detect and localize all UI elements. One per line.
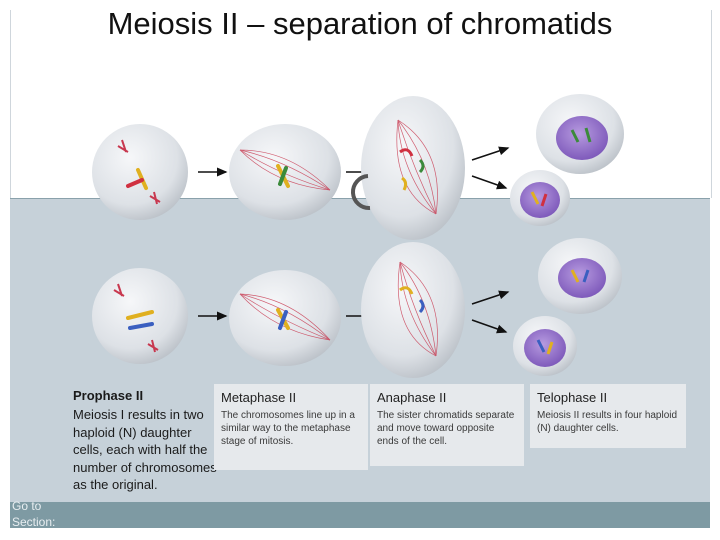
arrow-icon xyxy=(471,319,508,334)
anaphase-description: The sister chromatids separate and move … xyxy=(377,410,515,447)
prophase-cell-bottom xyxy=(92,268,188,364)
prophase-description: Meiosis I results in two haploid (N) dau… xyxy=(73,407,217,492)
anaphase-cell-top xyxy=(361,96,465,240)
metaphase-panel: Metaphase II The chromosomes line up in … xyxy=(214,384,368,470)
anaphase-cell-bottom xyxy=(361,242,465,378)
arrow-icon xyxy=(471,290,510,305)
arrow-icon xyxy=(471,146,510,161)
telophase-cell-3 xyxy=(538,238,622,314)
telophase-cell-1 xyxy=(536,94,624,174)
telophase-cell-4 xyxy=(513,316,577,376)
metaphase-heading: Metaphase II xyxy=(221,390,297,405)
metaphase-cell-top xyxy=(229,124,341,220)
telophase-cell-2 xyxy=(510,170,570,226)
go-to-section-link[interactable]: Go to Section: xyxy=(12,498,55,530)
anaphase-heading: Anaphase II xyxy=(377,390,447,405)
prophase-heading: Prophase II xyxy=(73,388,144,403)
footer-bar xyxy=(10,502,710,528)
telophase-heading: Telophase II xyxy=(537,390,608,405)
go-to-label: Go to xyxy=(12,499,42,513)
metaphase-cell-bottom xyxy=(229,270,341,366)
anaphase-panel: Anaphase II The sister chromatids separa… xyxy=(370,384,524,466)
telophase-panel: Telophase II Meiosis II results in four … xyxy=(530,384,686,448)
slide-title: Meiosis II – separation of chromatids xyxy=(107,6,613,41)
cycle-arrow-icon xyxy=(351,174,371,211)
telophase-description: Meiosis II results in four haploid (N) d… xyxy=(537,410,678,434)
arrow-icon xyxy=(471,175,508,190)
metaphase-description: The chromosomes line up in a similar way… xyxy=(221,410,355,447)
prophase-cell-top xyxy=(92,124,188,220)
divider-line xyxy=(10,198,710,199)
section-label: Section: xyxy=(12,515,56,529)
